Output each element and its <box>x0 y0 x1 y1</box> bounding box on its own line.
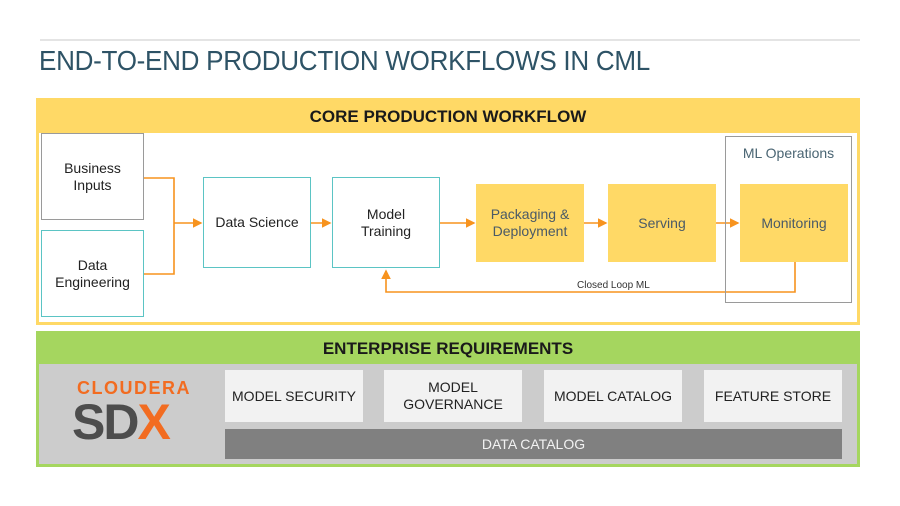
business-inputs-box: Business Inputs <box>41 133 144 220</box>
arrow-business-inputs <box>144 177 175 223</box>
requirement-model-governance: MODEL GOVERNANCE <box>384 370 522 422</box>
ml-operations-group: ML Operations <box>725 136 852 303</box>
data-engineering-box: Data Engineering <box>41 230 144 317</box>
closed-loop-arrow <box>381 262 796 293</box>
packaging-deployment-box: Packaging & Deployment <box>476 184 584 262</box>
title-divider <box>40 39 860 41</box>
sdx-logo-x: X <box>137 394 170 450</box>
serving-box: Serving <box>608 184 716 262</box>
data-science-box: Data Science <box>203 177 311 268</box>
sdx-logo-main: SD <box>72 394 139 450</box>
requirement-model-security: MODEL SECURITY <box>225 370 363 422</box>
model-training-box: Model Training <box>332 177 440 268</box>
enterprise-requirements-header: ENTERPRISE REQUIREMENTS <box>39 334 857 364</box>
ml-operations-label: ML Operations <box>742 145 835 161</box>
arrow-data-engineering <box>144 223 175 275</box>
data-catalog-bar: DATA CATALOG <box>225 429 842 459</box>
core-workflow-header: CORE PRODUCTION WORKFLOW <box>39 101 857 133</box>
monitoring-box: Monitoring <box>740 184 848 262</box>
requirement-feature-store: FEATURE STORE <box>704 370 842 422</box>
cloudera-logo-text: CLOUDERA <box>77 378 191 398</box>
closed-loop-label: Closed Loop ML <box>577 280 650 291</box>
enterprise-requirements-panel: ENTERPRISE REQUIREMENTS CLOUDERA SDX MOD… <box>36 331 860 467</box>
page-title: END-TO-END PRODUCTION WORKFLOWS IN CML <box>39 45 650 76</box>
sdx-logo: SDX <box>72 394 171 450</box>
requirement-model-catalog: MODEL CATALOG <box>544 370 682 422</box>
